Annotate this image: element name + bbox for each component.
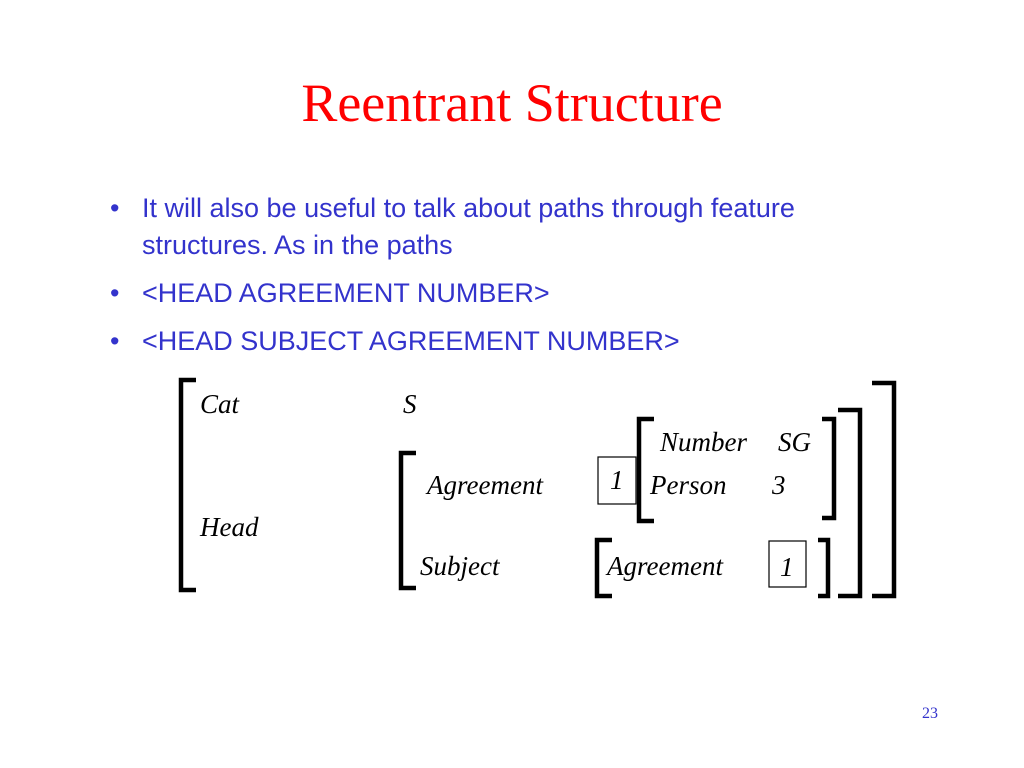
feature-subject-agreement-label: Agreement	[605, 551, 724, 581]
outer-left-bracket	[178, 377, 196, 593]
bullet-text: <HEAD SUBJECT AGREEMENT NUMBER>	[142, 326, 680, 356]
reentrancy-tag-box	[768, 540, 807, 588]
subject-left-bracket	[594, 537, 612, 599]
feature-number-label: Number	[659, 427, 747, 457]
subject-right-bracket	[818, 537, 831, 599]
bullet-text: It will also be useful to talk about pat…	[142, 193, 795, 260]
feature-agreement-label: Agreement	[425, 470, 544, 500]
agreement-right-bracket	[822, 416, 837, 521]
feature-cat-label: Cat	[200, 389, 241, 419]
reentrancy-tag: 1	[610, 465, 624, 495]
bullet-marker: •	[110, 326, 120, 356]
feature-person-value: 3	[771, 470, 786, 500]
bullet-marker: •	[110, 278, 120, 308]
bullet-text: <HEAD AGREEMENT NUMBER>	[142, 278, 550, 308]
head-left-bracket	[398, 450, 416, 591]
slide-title: Reentrant Structure	[301, 73, 723, 133]
bullet-item-head-subject-path: • <HEAD SUBJECT AGREEMENT NUMBER>	[110, 323, 910, 360]
feature-person-label: Person	[649, 470, 727, 500]
feature-head-label: Head	[199, 512, 259, 542]
reentrancy-tag-box	[597, 456, 637, 505]
feature-number-value: SG	[778, 427, 811, 457]
bullet-item-paths-intro: • It will also be useful to talk about p…	[110, 190, 910, 264]
bullet-marker: •	[110, 193, 120, 223]
head-right-bracket	[838, 407, 863, 599]
agreement-left-bracket	[636, 416, 654, 524]
page-number: 23	[922, 705, 938, 722]
feature-subject-label: Subject	[420, 551, 501, 581]
bullet-item-head-agreement-path: • <HEAD AGREEMENT NUMBER>	[110, 275, 910, 312]
feature-cat-value: S	[403, 389, 417, 419]
reentrancy-tag: 1	[780, 552, 794, 582]
bullet-list: • It will also be useful to talk about p…	[110, 190, 910, 371]
outer-right-bracket	[872, 380, 897, 599]
